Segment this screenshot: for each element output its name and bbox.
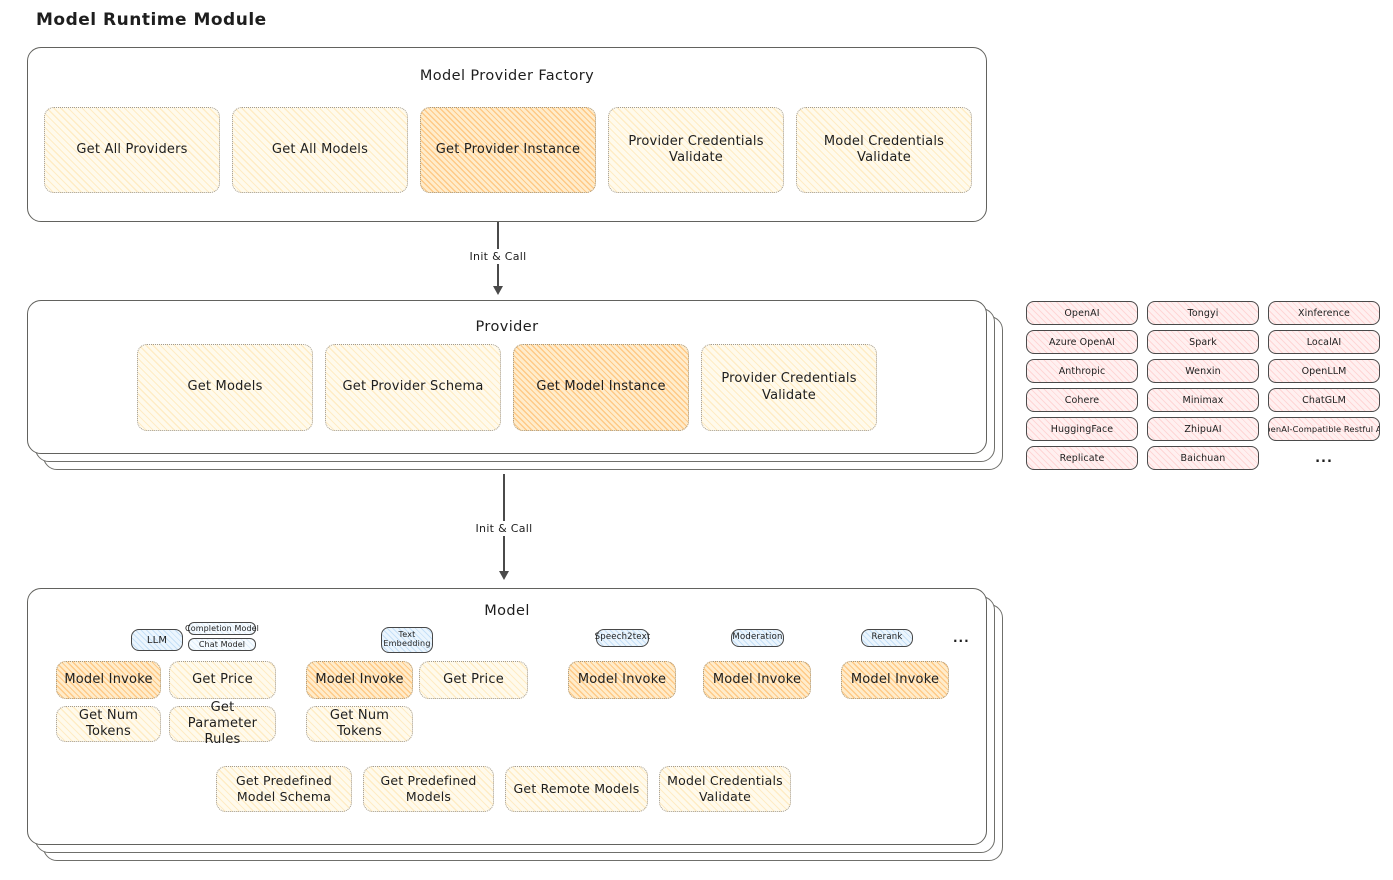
provider-item-openai-compatible-restful-api: OpenAI-Compatible Restful API	[1268, 417, 1380, 441]
provider-item-minimax: Minimax	[1147, 388, 1259, 412]
page-title: Model Runtime Module	[36, 10, 267, 30]
model-invoke-button-llm: Model Invoke	[56, 661, 161, 699]
provider-item-replicate: Replicate	[1026, 446, 1138, 470]
model-invoke-button-text-embedding: Model Invoke	[306, 661, 413, 699]
provider-item-openai: OpenAI	[1026, 301, 1138, 325]
model-tab-completion-model: Completion Model	[185, 622, 259, 635]
model-invoke-button-speech2text: Model Invoke	[568, 661, 676, 699]
model-tab-rerank: Rerank	[861, 629, 913, 647]
model-tab-speech2text: Speech2text	[595, 629, 650, 647]
provider-item-spark: Spark	[1147, 330, 1259, 354]
model-tab-chat-model: Chat Model	[188, 638, 256, 651]
provider-item-azure-openai: Azure OpenAI	[1026, 330, 1138, 354]
model-title: Model	[484, 603, 530, 619]
get-all-providers-button: Get All Providers	[44, 107, 220, 193]
model-provider-factory-box: Model Provider Factory Get All Providers…	[27, 47, 987, 222]
get-all-models-button: Get All Models	[232, 107, 408, 193]
provider-item-zhipuai: ZhipuAI	[1147, 417, 1259, 441]
provider-item-huggingface: HuggingFace	[1026, 417, 1138, 441]
factory-title: Model Provider Factory	[419, 68, 595, 84]
provider-item-openllm: OpenLLM	[1268, 359, 1380, 383]
get-model-instance-button: Get Model Instance	[513, 344, 689, 431]
get-remote-models-button: Get Remote Models	[505, 766, 648, 812]
provider-title: Provider	[475, 319, 539, 335]
get-predefined-models-button: Get Predefined Models	[363, 766, 494, 812]
init-call-arrowhead-2	[499, 571, 509, 580]
provider-item-baichuan: Baichuan	[1147, 446, 1259, 470]
get-provider-schema-button: Get Provider Schema	[325, 344, 501, 431]
model-tab-llm: LLM	[131, 629, 183, 651]
get-num-tokens-button-text-embedding: Get Num Tokens	[306, 706, 413, 742]
provider-item-anthropic: Anthropic	[1026, 359, 1138, 383]
provider-item-xinference: Xinference	[1268, 301, 1380, 325]
get-provider-instance-button: Get Provider Instance	[420, 107, 596, 193]
get-num-tokens-button-llm: Get Num Tokens	[56, 706, 161, 742]
model-invoke-button-moderation: Model Invoke	[703, 661, 811, 699]
provider-item-localai: LocalAI	[1268, 330, 1380, 354]
init-call-label-1: Init & Call	[464, 249, 532, 264]
model-credentials-validate-button: Model Credentials Validate	[659, 766, 791, 812]
get-models-button: Get Models	[137, 344, 313, 431]
provider-item-wenxin: Wenxin	[1147, 359, 1259, 383]
provider-item-cohere: Cohere	[1026, 388, 1138, 412]
model-tab-moderation: Moderation	[731, 629, 784, 647]
model-tab-text-embedding: Text Embedding	[381, 627, 433, 653]
init-call-arrowhead-1	[493, 286, 503, 295]
provider-item-chatglm: ChatGLM	[1268, 388, 1380, 412]
get-parameter-rules-button: Get Parameter Rules	[169, 700, 276, 747]
get-price-button-llm: Get Price	[169, 661, 276, 699]
model-credentials-validate-button: Model Credentials Validate	[796, 107, 972, 193]
provider-item-tongyi: Tongyi	[1147, 301, 1259, 325]
provider-credentials-validate-button: Provider Credentials Validate	[701, 344, 877, 431]
model-tabs-ellipsis: ...	[953, 631, 970, 645]
model-invoke-button-rerank: Model Invoke	[841, 661, 949, 699]
provider-grid-ellipsis: ...	[1315, 450, 1333, 466]
init-call-label-2: Init & Call	[470, 521, 538, 536]
provider-credentials-validate-button: Provider Credentials Validate	[608, 107, 784, 193]
model-box: Model LLM Completion Model Chat Model Te…	[27, 588, 987, 845]
get-predefined-model-schema-button: Get Predefined Model Schema	[216, 766, 352, 812]
get-price-button-text-embedding: Get Price	[419, 661, 528, 699]
